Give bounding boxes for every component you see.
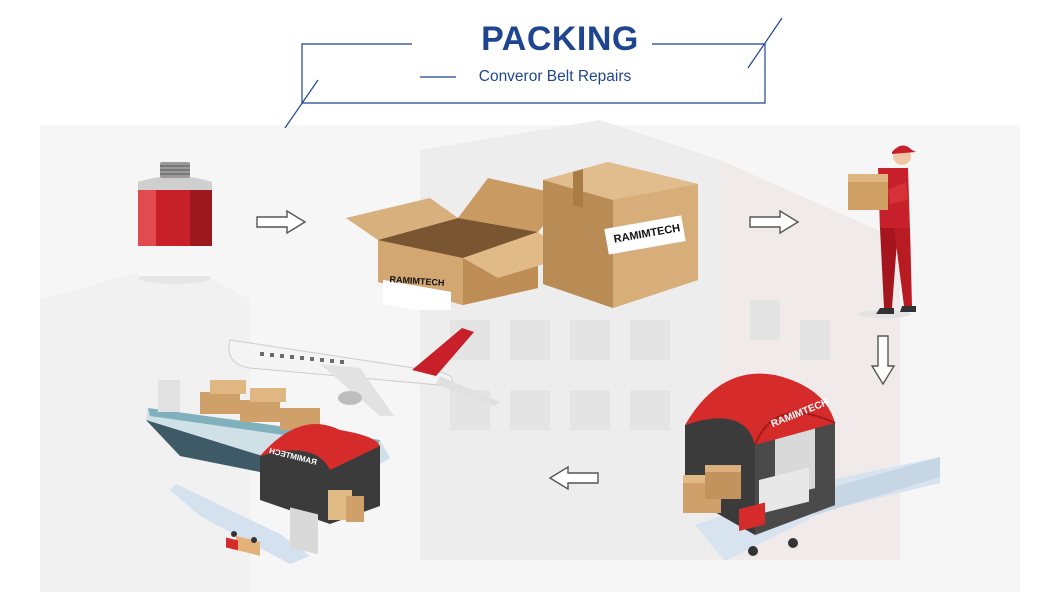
adhesive-can-icon [138, 162, 212, 284]
outline-arrow-icon [548, 465, 599, 491]
outline-arrow-icon [749, 209, 800, 235]
outline-arrow-icon [256, 209, 307, 235]
cardboard-boxes-icon [346, 162, 698, 310]
delivery-man-icon [848, 145, 916, 318]
page-title: PACKING [481, 20, 639, 58]
page-subtitle: Converor Belt Repairs [478, 68, 632, 85]
ship-plane-transport-icon [146, 328, 500, 564]
warehouse-icon [683, 373, 940, 561]
outline-arrow-icon [870, 335, 896, 386]
title-frame [284, 17, 783, 129]
